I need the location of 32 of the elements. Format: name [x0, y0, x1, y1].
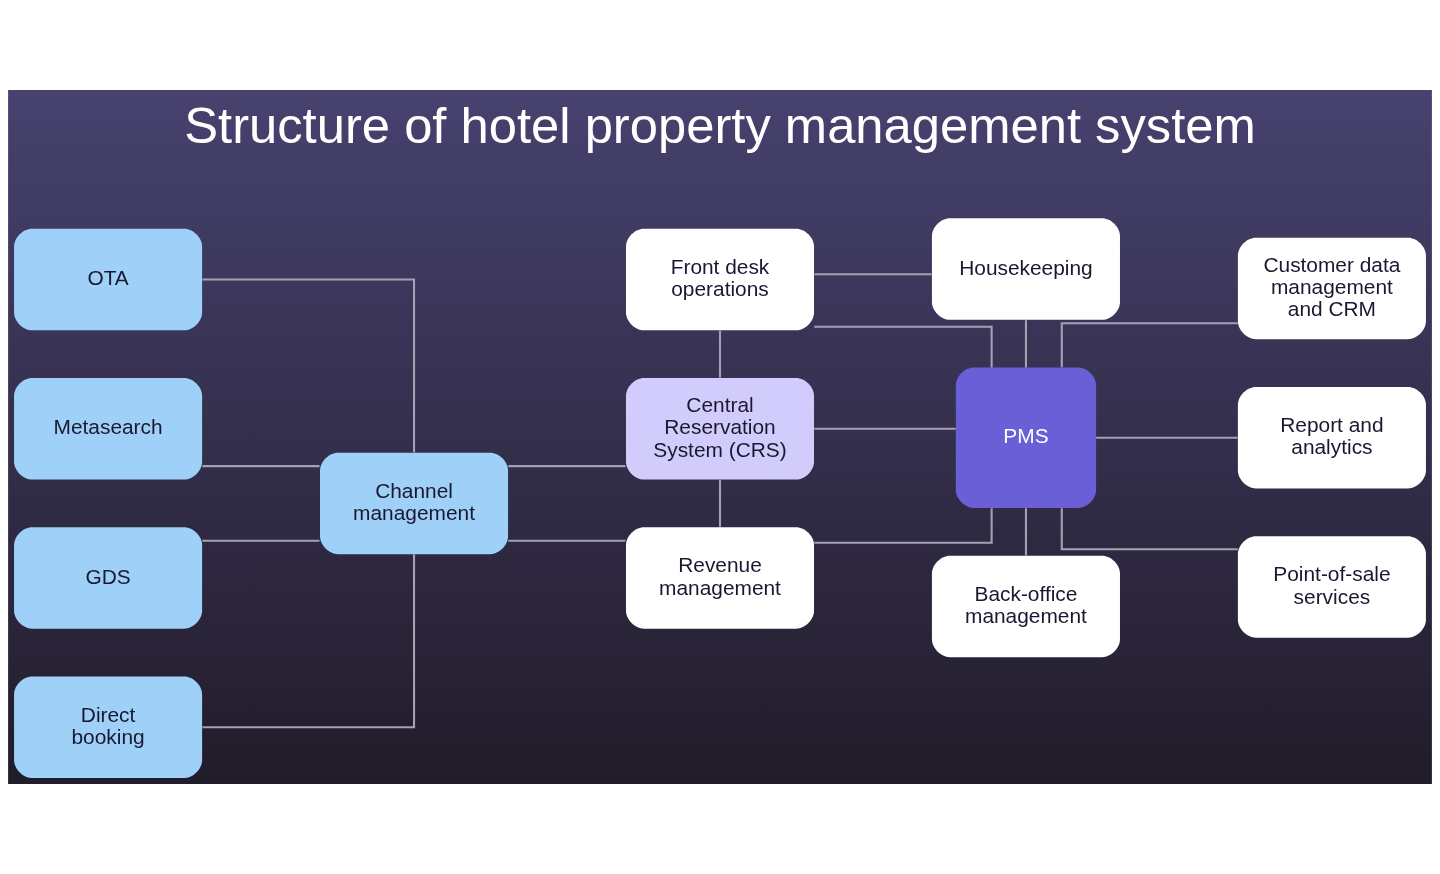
- connector: [814, 427, 956, 430]
- node-box: OTA: [14, 228, 203, 331]
- connector: [1024, 320, 1027, 368]
- diagram-title: Structure of hotel property management system: [184, 96, 1256, 154]
- connector: [814, 508, 993, 544]
- connector: [508, 465, 626, 468]
- connector: [814, 325, 993, 368]
- connector: [1096, 436, 1238, 439]
- node-box: Revenue management: [625, 527, 815, 629]
- node-box: Housekeeping: [931, 218, 1120, 320]
- node-box: Customer data management and CRM: [1237, 237, 1426, 340]
- node-box: Report and analytics: [1237, 387, 1426, 489]
- node-box: Direct booking: [14, 676, 203, 779]
- connector: [718, 479, 722, 527]
- node-box: Point-of-sale services: [1237, 536, 1426, 638]
- node-box: Channel management: [320, 452, 509, 555]
- connector: [1060, 508, 1238, 551]
- connector: [202, 539, 320, 542]
- node-box: Back-office management: [931, 555, 1120, 658]
- node-box: Central Reservation System (CRS): [625, 378, 815, 480]
- connector: [814, 273, 932, 276]
- connector: [1060, 322, 1238, 368]
- connector: [1024, 508, 1027, 556]
- connector: [718, 330, 722, 378]
- node-box: Front desk operations: [625, 228, 815, 331]
- node-box: GDS: [14, 527, 203, 629]
- connector: [202, 554, 416, 729]
- connector: [508, 539, 626, 542]
- node-box: PMS: [955, 367, 1097, 508]
- connector: [202, 465, 320, 468]
- connector: [202, 278, 416, 453]
- node-box: Metasearch: [14, 378, 203, 480]
